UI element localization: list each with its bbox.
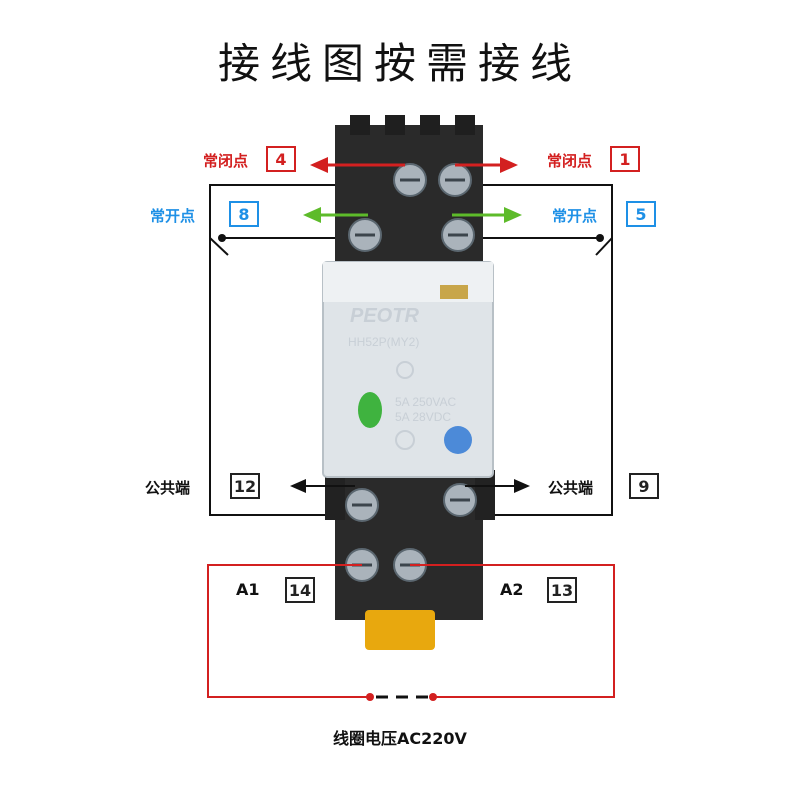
- coil-a2-label: A2: [500, 580, 524, 599]
- common-arrows: [290, 479, 530, 493]
- ce-mark: [444, 426, 472, 454]
- common-right-number: 9: [629, 473, 659, 499]
- din-clip: [365, 610, 435, 650]
- relay-rating-ac: 5A 250VAC: [395, 395, 457, 409]
- led-indicator: [358, 392, 382, 428]
- relay-model: HH52P(MY2): [348, 335, 420, 349]
- coil-wire: [207, 564, 615, 699]
- page-title: 接线图按需接线: [217, 39, 582, 88]
- nc-arrows: [310, 157, 518, 173]
- coil-voltage-caption: 线圈电压AC220V: [333, 729, 467, 748]
- relay-brand: PEOTR: [350, 305, 419, 327]
- nc-right-number: 1: [610, 146, 640, 172]
- nc-right-label: 常闭点: [547, 152, 593, 170]
- common-left-label: 公共端: [145, 479, 191, 497]
- no-right-number: 5: [626, 201, 656, 227]
- terminal-screws: [345, 163, 477, 582]
- no-left-label: 常开点: [150, 207, 196, 225]
- no-left-number: 8: [229, 201, 259, 227]
- nc-left-label: 常闭点: [203, 152, 249, 170]
- relay-body: [322, 261, 494, 478]
- no-arrows: [303, 207, 522, 223]
- nc-left-number: 4: [266, 146, 296, 172]
- common-right-label: 公共端: [548, 479, 594, 497]
- coil-a2-number: 13: [547, 577, 577, 603]
- common-left-number: 12: [230, 473, 260, 499]
- coil-a1-label: A1: [236, 580, 260, 599]
- switch-contact-left: [218, 234, 226, 242]
- coil-supply-terminal-right: [429, 693, 437, 701]
- no-right-label: 常开点: [552, 207, 598, 225]
- switch-contact-right: [596, 234, 604, 242]
- coil-supply-terminal-left: [366, 693, 374, 701]
- coil-a1-number: 14: [285, 577, 315, 603]
- relay-rating-dc: 5A 28VDC: [395, 410, 452, 424]
